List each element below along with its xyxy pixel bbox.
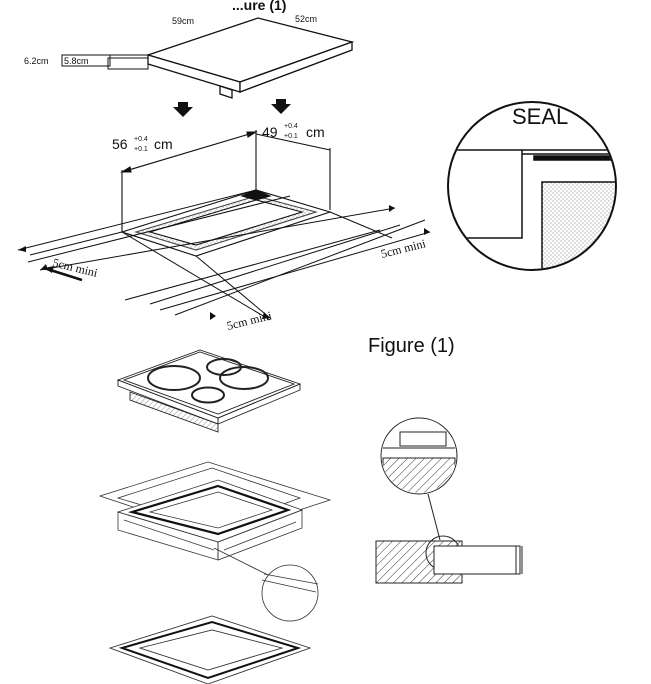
- cutout-depth-value: 49: [262, 124, 278, 140]
- hob-inset-label: 5.8cm: [64, 56, 89, 66]
- cutout-depth-tol-plus: +0.4: [284, 123, 298, 130]
- seal-frame: [108, 615, 312, 684]
- clearance-arrows: [18, 205, 430, 320]
- seal-label: SEAL: [512, 104, 568, 129]
- hob-thickness-label: 6.2cm: [24, 56, 49, 66]
- hob-with-zones: [116, 349, 302, 433]
- header-fragment: ...ure (1): [232, 0, 286, 13]
- down-arrow-icon: [173, 99, 291, 117]
- section-detail: [375, 417, 523, 584]
- cutout-depth-unit: cm: [306, 124, 325, 140]
- cutout-depth-tol-minus: +0.1: [284, 133, 298, 140]
- svg-text:56: 56: [112, 136, 128, 152]
- clearance-front-label: 5cm mini: [225, 308, 273, 333]
- frame-assembly: [98, 461, 332, 622]
- cutout-width-unit: cm: [154, 136, 173, 152]
- hob-thickness-dimension: [61, 54, 149, 70]
- cutout-width-tol-minus: +0.1: [134, 146, 148, 153]
- worktop-cutout: [120, 189, 332, 257]
- cutout-width-value: 56: [112, 136, 128, 152]
- clearance-lines: [17, 189, 431, 321]
- figure-caption: Figure (1): [368, 335, 455, 357]
- clearance-left-label: 5cm mini: [51, 255, 99, 280]
- cutout-dimension-lines: [120, 130, 331, 232]
- cutout-width-tol-plus: +0.4: [134, 136, 148, 143]
- hob-width-label: 59cm: [172, 16, 194, 26]
- hob-illustration: [145, 17, 355, 99]
- hob-depth-label: 52cm: [295, 14, 317, 24]
